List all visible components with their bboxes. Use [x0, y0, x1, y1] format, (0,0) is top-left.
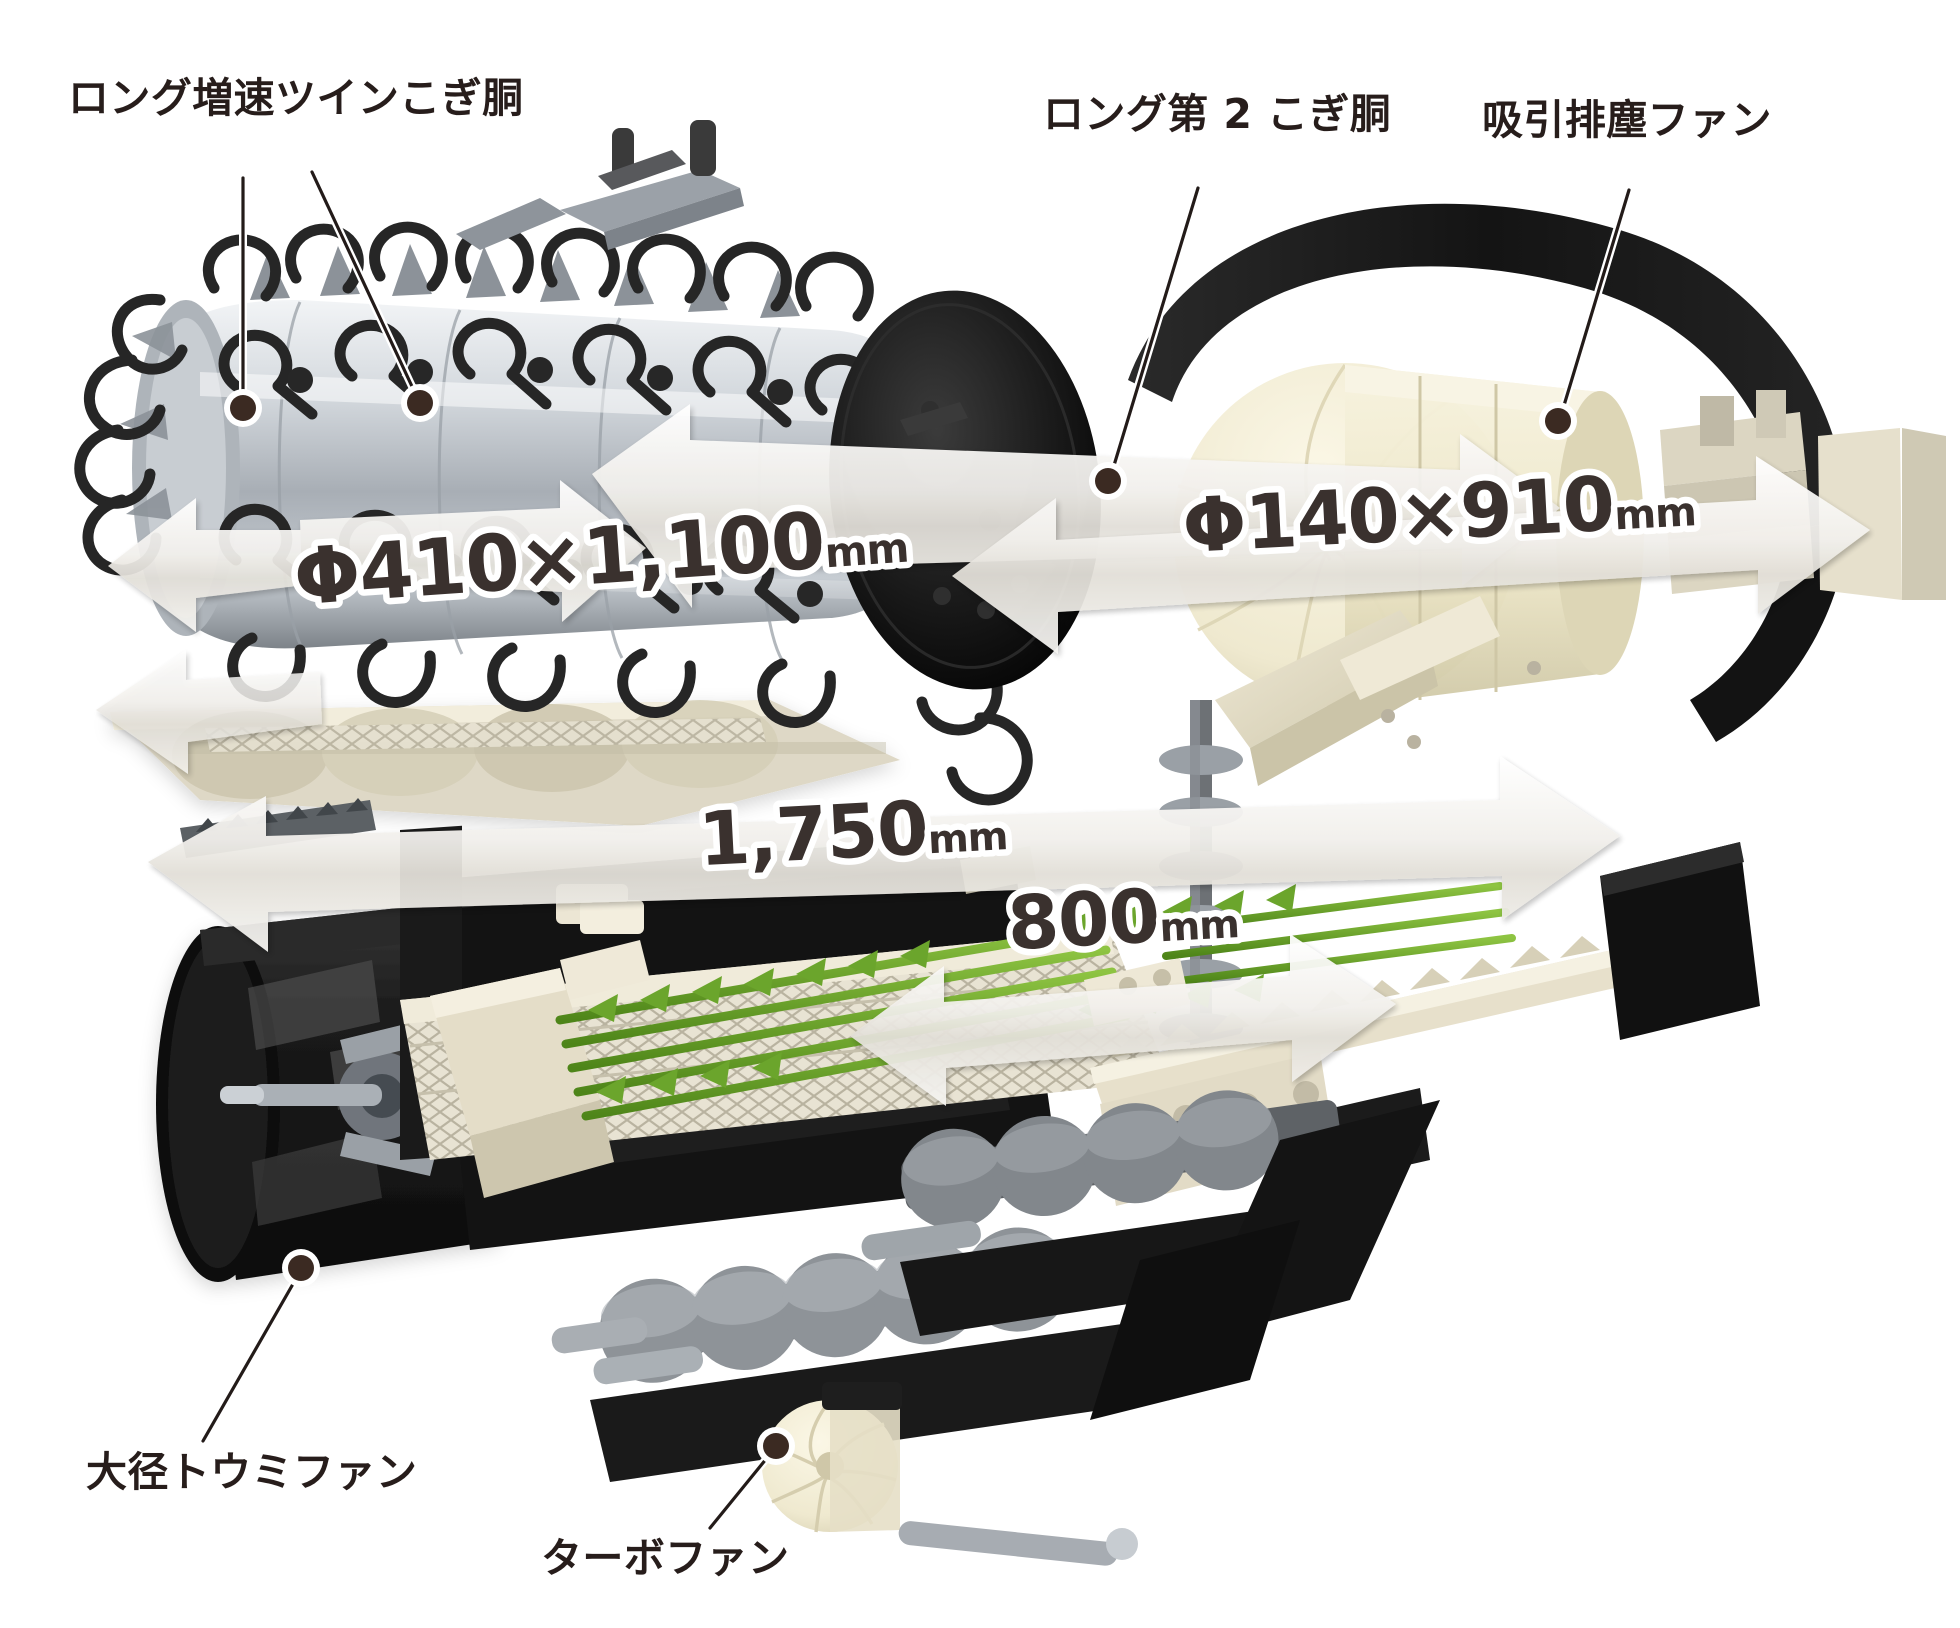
- grain-trough: [430, 968, 614, 1198]
- dimension-second-drum-size: Φ140×910mm: [1180, 455, 1697, 570]
- callout-label-suction-dust-exhaust-fan: 吸引排塵ファン: [1482, 96, 1772, 144]
- dimension-sieve-width: 800mm: [1005, 869, 1240, 967]
- callout-label-large-diameter-winnowing-fan: 大径トウミファン: [86, 1448, 418, 1496]
- leader-turbo-fan-0: [706, 1427, 795, 1532]
- callout-label-long-twin-threshing-drum: ロング増速ツインこぎ胴: [68, 74, 524, 122]
- turbo-fan: [762, 1382, 902, 1533]
- sieve-width-arrow: [850, 934, 1396, 1106]
- dimension-unit: mm: [1613, 489, 1697, 539]
- dimension-unit: mm: [823, 524, 910, 578]
- leader-long-twin-threshing-drum-0: [224, 174, 262, 427]
- leader-long-second-threshing-drum-0: [1089, 184, 1202, 500]
- dimension-unit: mm: [927, 814, 1009, 863]
- concave-screen: [110, 700, 900, 826]
- top-linkage: [456, 120, 744, 250]
- leader-dot: [407, 390, 433, 416]
- leader-large-diameter-winnowing-fan-0: [199, 1249, 320, 1445]
- leader-suction-dust-exhaust-fan-0: [1539, 186, 1633, 440]
- dimension-value: Φ140×910: [1180, 460, 1616, 570]
- second-drum-arrow: [952, 456, 1870, 654]
- drive-shaft: [898, 1521, 1138, 1566]
- overall-width-arrow: [148, 756, 1620, 952]
- lower-separation-assembly: [156, 700, 1760, 1566]
- leader-long-twin-threshing-drum-1: [308, 168, 439, 422]
- leader-dot: [1095, 468, 1121, 494]
- drum-length-arrow: [592, 404, 1560, 608]
- callout-label-long-second-threshing-drum: ロング第 2 こぎ胴: [1043, 90, 1392, 138]
- leader-dot: [230, 395, 256, 421]
- dimension-machine-width: 1,750mm: [696, 781, 1008, 883]
- callout-leaders: [199, 168, 1633, 1532]
- leader-dot: [288, 1255, 314, 1281]
- leader-dot: [763, 1433, 789, 1459]
- dimension-arrows: [96, 404, 1870, 1106]
- callout-label-turbo-fan: ターボファン: [541, 1534, 790, 1582]
- auger-rear: [861, 1090, 1350, 1336]
- leader-dot: [1545, 408, 1571, 434]
- dimension-value: 800: [1005, 873, 1161, 967]
- drum-diameter-arrow: [96, 480, 646, 774]
- dimension-unit: mm: [1158, 902, 1240, 951]
- dimension-value: 1,750: [696, 785, 929, 883]
- rear-guide-plate: [1090, 1100, 1440, 1420]
